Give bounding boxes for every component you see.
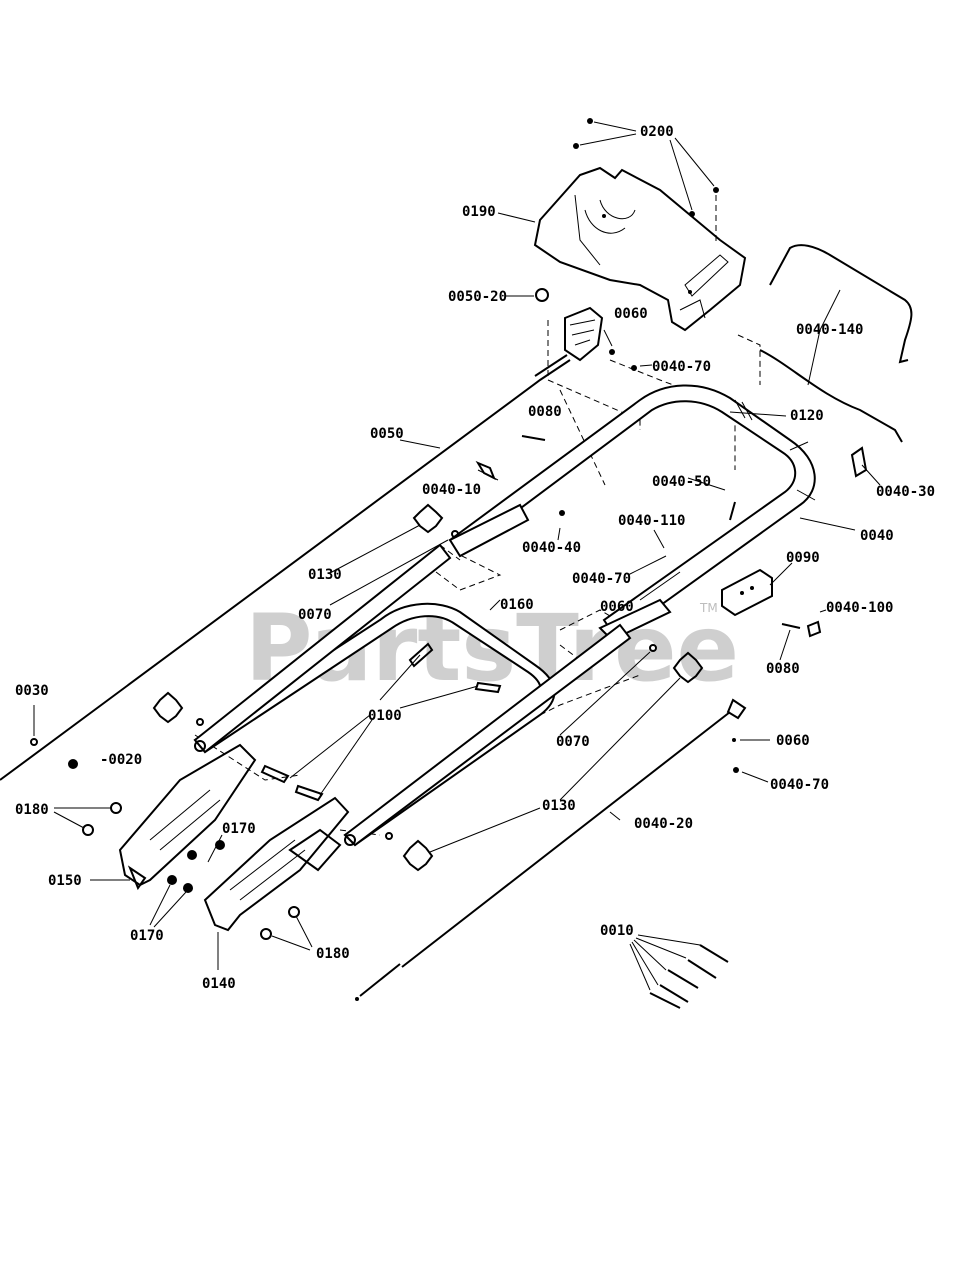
callout-0130-bottom: 0130 [542, 798, 576, 814]
callout-0020: -0020 [100, 752, 142, 768]
callout-0080-right: 0080 [766, 661, 800, 677]
callout-0050-20: 0050-20 [448, 289, 507, 305]
callout-0040-50: 0040-50 [652, 474, 711, 490]
leader-lines [53, 212, 881, 970]
callout-0090: 0090 [786, 550, 820, 566]
callout-0010: 0010 [600, 923, 634, 939]
cable-0050-part [0, 354, 571, 781]
callout-0060-right: 0060 [776, 733, 810, 749]
callout-0060-top: 0060 [614, 306, 648, 322]
cable-0040-20-part [355, 698, 747, 1001]
callout-0100: 0100 [368, 708, 402, 724]
bracket-0090-part [721, 568, 822, 638]
callout-0040-140: 0040-140 [796, 322, 863, 338]
callout-0120: 0120 [790, 408, 824, 424]
knob-0130-part [152, 503, 704, 872]
side-plate-0140-part [203, 796, 350, 932]
callout-0200: 0200 [640, 124, 674, 140]
hardware-nuts-bolts [30, 705, 300, 940]
bolt-0100-part [260, 642, 502, 802]
side-plate-0150-part [118, 743, 257, 891]
clip-0040-10-part [475, 460, 565, 516]
callout-0050: 0050 [370, 426, 404, 442]
callout-0070-right: 0070 [556, 734, 590, 750]
callout-0040-70-mid: 0040-70 [572, 571, 631, 587]
callout-0030: 0030 [15, 683, 49, 699]
callout-labels: 0200 0190 0050-20 0060 0040-70 0040-140 … [15, 124, 935, 992]
callout-0170-mid: 0170 [222, 821, 256, 837]
callout-0040-20: 0040-20 [634, 816, 693, 832]
callout-0040-10: 0040-10 [422, 482, 481, 498]
callout-0040-100: 0040-100 [826, 600, 893, 616]
callout-0070-left: 0070 [298, 607, 332, 623]
callout-0160: 0160 [500, 597, 534, 613]
callout-0060-mid: 0060 [600, 599, 634, 615]
callout-0170-low: 0170 [130, 928, 164, 944]
callout-0080-top: 0080 [528, 404, 562, 420]
callout-0130-left: 0130 [308, 567, 342, 583]
lower-handle-part [193, 543, 632, 847]
callout-0040-30: 0040-30 [876, 484, 935, 500]
callout-0150: 0150 [48, 873, 82, 889]
cable-ties-0010-part [629, 934, 729, 1009]
pin-0080-part [521, 435, 801, 629]
callout-0180-right: 0180 [316, 946, 350, 962]
watermark-tm: TM [699, 601, 718, 615]
callout-0190: 0190 [462, 204, 496, 220]
callout-0040: 0040 [860, 528, 894, 544]
callout-0040-70-right: 0040-70 [770, 777, 829, 793]
callout-0180-left: 0180 [15, 802, 49, 818]
callout-0040-110: 0040-110 [618, 513, 685, 529]
callout-0040-40: 0040-40 [522, 540, 581, 556]
callout-0040-70-top: 0040-70 [652, 359, 711, 375]
screw-set-0200 [573, 118, 719, 245]
control-panel-part [533, 166, 747, 332]
cable-bracket-part [506, 288, 653, 371]
callout-0140: 0140 [202, 976, 236, 992]
